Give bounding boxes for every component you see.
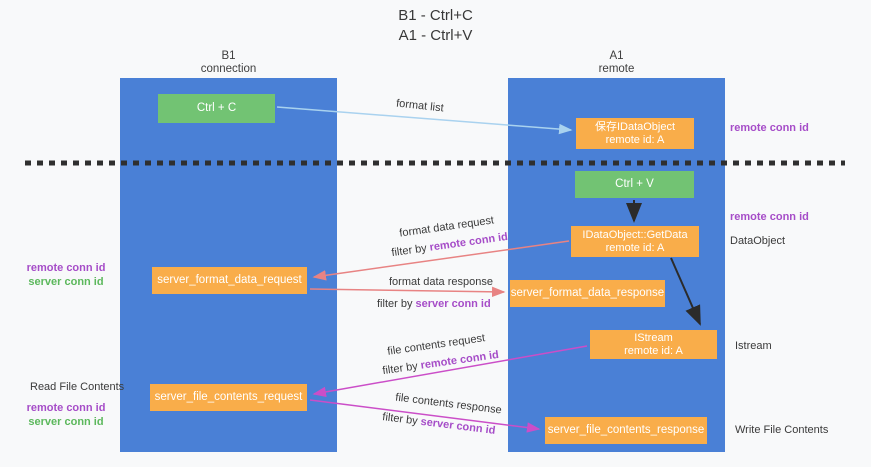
server-conn-id-text-1: server conn id	[415, 298, 491, 310]
server-format-data-response-label: server_format_data_response	[510, 287, 665, 299]
save-idataobject-line1: 保存IDataObject	[594, 120, 676, 133]
left-remote-conn-id-1: remote conn id	[26, 262, 106, 274]
getdata-line1: IDataObject::GetData	[582, 228, 688, 241]
lane-b1-name: B1	[221, 50, 236, 62]
filter-by-text-4: filter by	[381, 411, 422, 428]
diagram-title: B1 - Ctrl+C A1 - Ctrl+V	[0, 6, 871, 46]
server-file-contents-response-box: server_file_contents_response	[545, 417, 707, 444]
title-line-1: B1 - Ctrl+C	[398, 7, 473, 24]
format-data-response-label: format data response	[389, 276, 493, 288]
lane-a1-name: A1	[609, 50, 624, 62]
istream-line1: IStream	[634, 331, 673, 344]
server-format-data-response-box: server_format_data_response	[510, 280, 665, 307]
server-file-contents-request-label: server_file_contents_request	[154, 391, 303, 403]
arrow-format-data-response	[309, 286, 506, 298]
server-file-contents-request-box: server_file_contents_request	[150, 384, 307, 411]
dataobject-label: DataObject	[730, 235, 786, 247]
istream-line2: remote id: A	[624, 344, 683, 357]
left-server-conn-id-1: server conn id	[28, 276, 104, 288]
left-server-conn-id-2: server conn id	[28, 416, 104, 428]
istream-box: IStream remote id: A	[590, 330, 717, 359]
remote-conn-id-text-2: remote conn id	[419, 348, 500, 372]
filter-by-text-1: filter by	[390, 241, 431, 260]
save-idataobject-box: 保存IDataObject remote id: A	[576, 118, 694, 149]
server-conn-id-text-2: server conn id	[419, 415, 497, 437]
istream-side-label: Istream	[735, 340, 772, 352]
lane-header-b1: B1 connection	[120, 50, 337, 76]
remote-conn-id-text-1: remote conn id	[428, 230, 509, 254]
getdata-line2: remote id: A	[605, 241, 665, 254]
filter-by-text-3: filter by	[381, 359, 422, 378]
format-list-label: format list	[395, 97, 445, 115]
lane-a1-role: remote	[598, 63, 635, 75]
filter-by-server-2: filter by server conn id	[382, 411, 496, 437]
server-format-data-request-box: server_format_data_request	[152, 267, 307, 294]
lane-b1-role: connection	[200, 63, 257, 75]
file-contents-response-label: file contents response	[394, 391, 503, 417]
server-format-data-request-label: server_format_data_request	[157, 274, 302, 286]
ctrl-v-label: Ctrl + V	[615, 178, 654, 190]
write-file-contents-label: Write File Contents	[735, 424, 829, 436]
ctrl-c-box: Ctrl + C	[158, 94, 275, 123]
title-line-2: A1 - Ctrl+V	[398, 27, 473, 44]
ctrl-c-label: Ctrl + C	[196, 102, 237, 114]
ctrl-v-box: Ctrl + V	[575, 171, 694, 198]
left-conn-id-pair-1: remote conn id server conn id	[16, 261, 116, 289]
read-file-contents-label: Read File Contents	[30, 381, 125, 393]
left-remote-conn-id-2: remote conn id	[26, 402, 106, 414]
filter-by-server-1: filter by server conn id	[377, 298, 491, 310]
lane-header-a1: A1 remote	[508, 50, 725, 76]
left-conn-id-pair-2: remote conn id server conn id	[16, 401, 116, 429]
filter-by-text-2: filter by	[377, 298, 416, 310]
save-idataobject-line2: remote id: A	[605, 133, 665, 146]
idataobject-getdata-box: IDataObject::GetData remote id: A	[571, 226, 699, 257]
right-remote-conn-id-2: remote conn id	[730, 211, 809, 223]
server-file-contents-response-label: server_file_contents_response	[547, 424, 705, 436]
right-remote-conn-id-1: remote conn id	[730, 122, 809, 134]
